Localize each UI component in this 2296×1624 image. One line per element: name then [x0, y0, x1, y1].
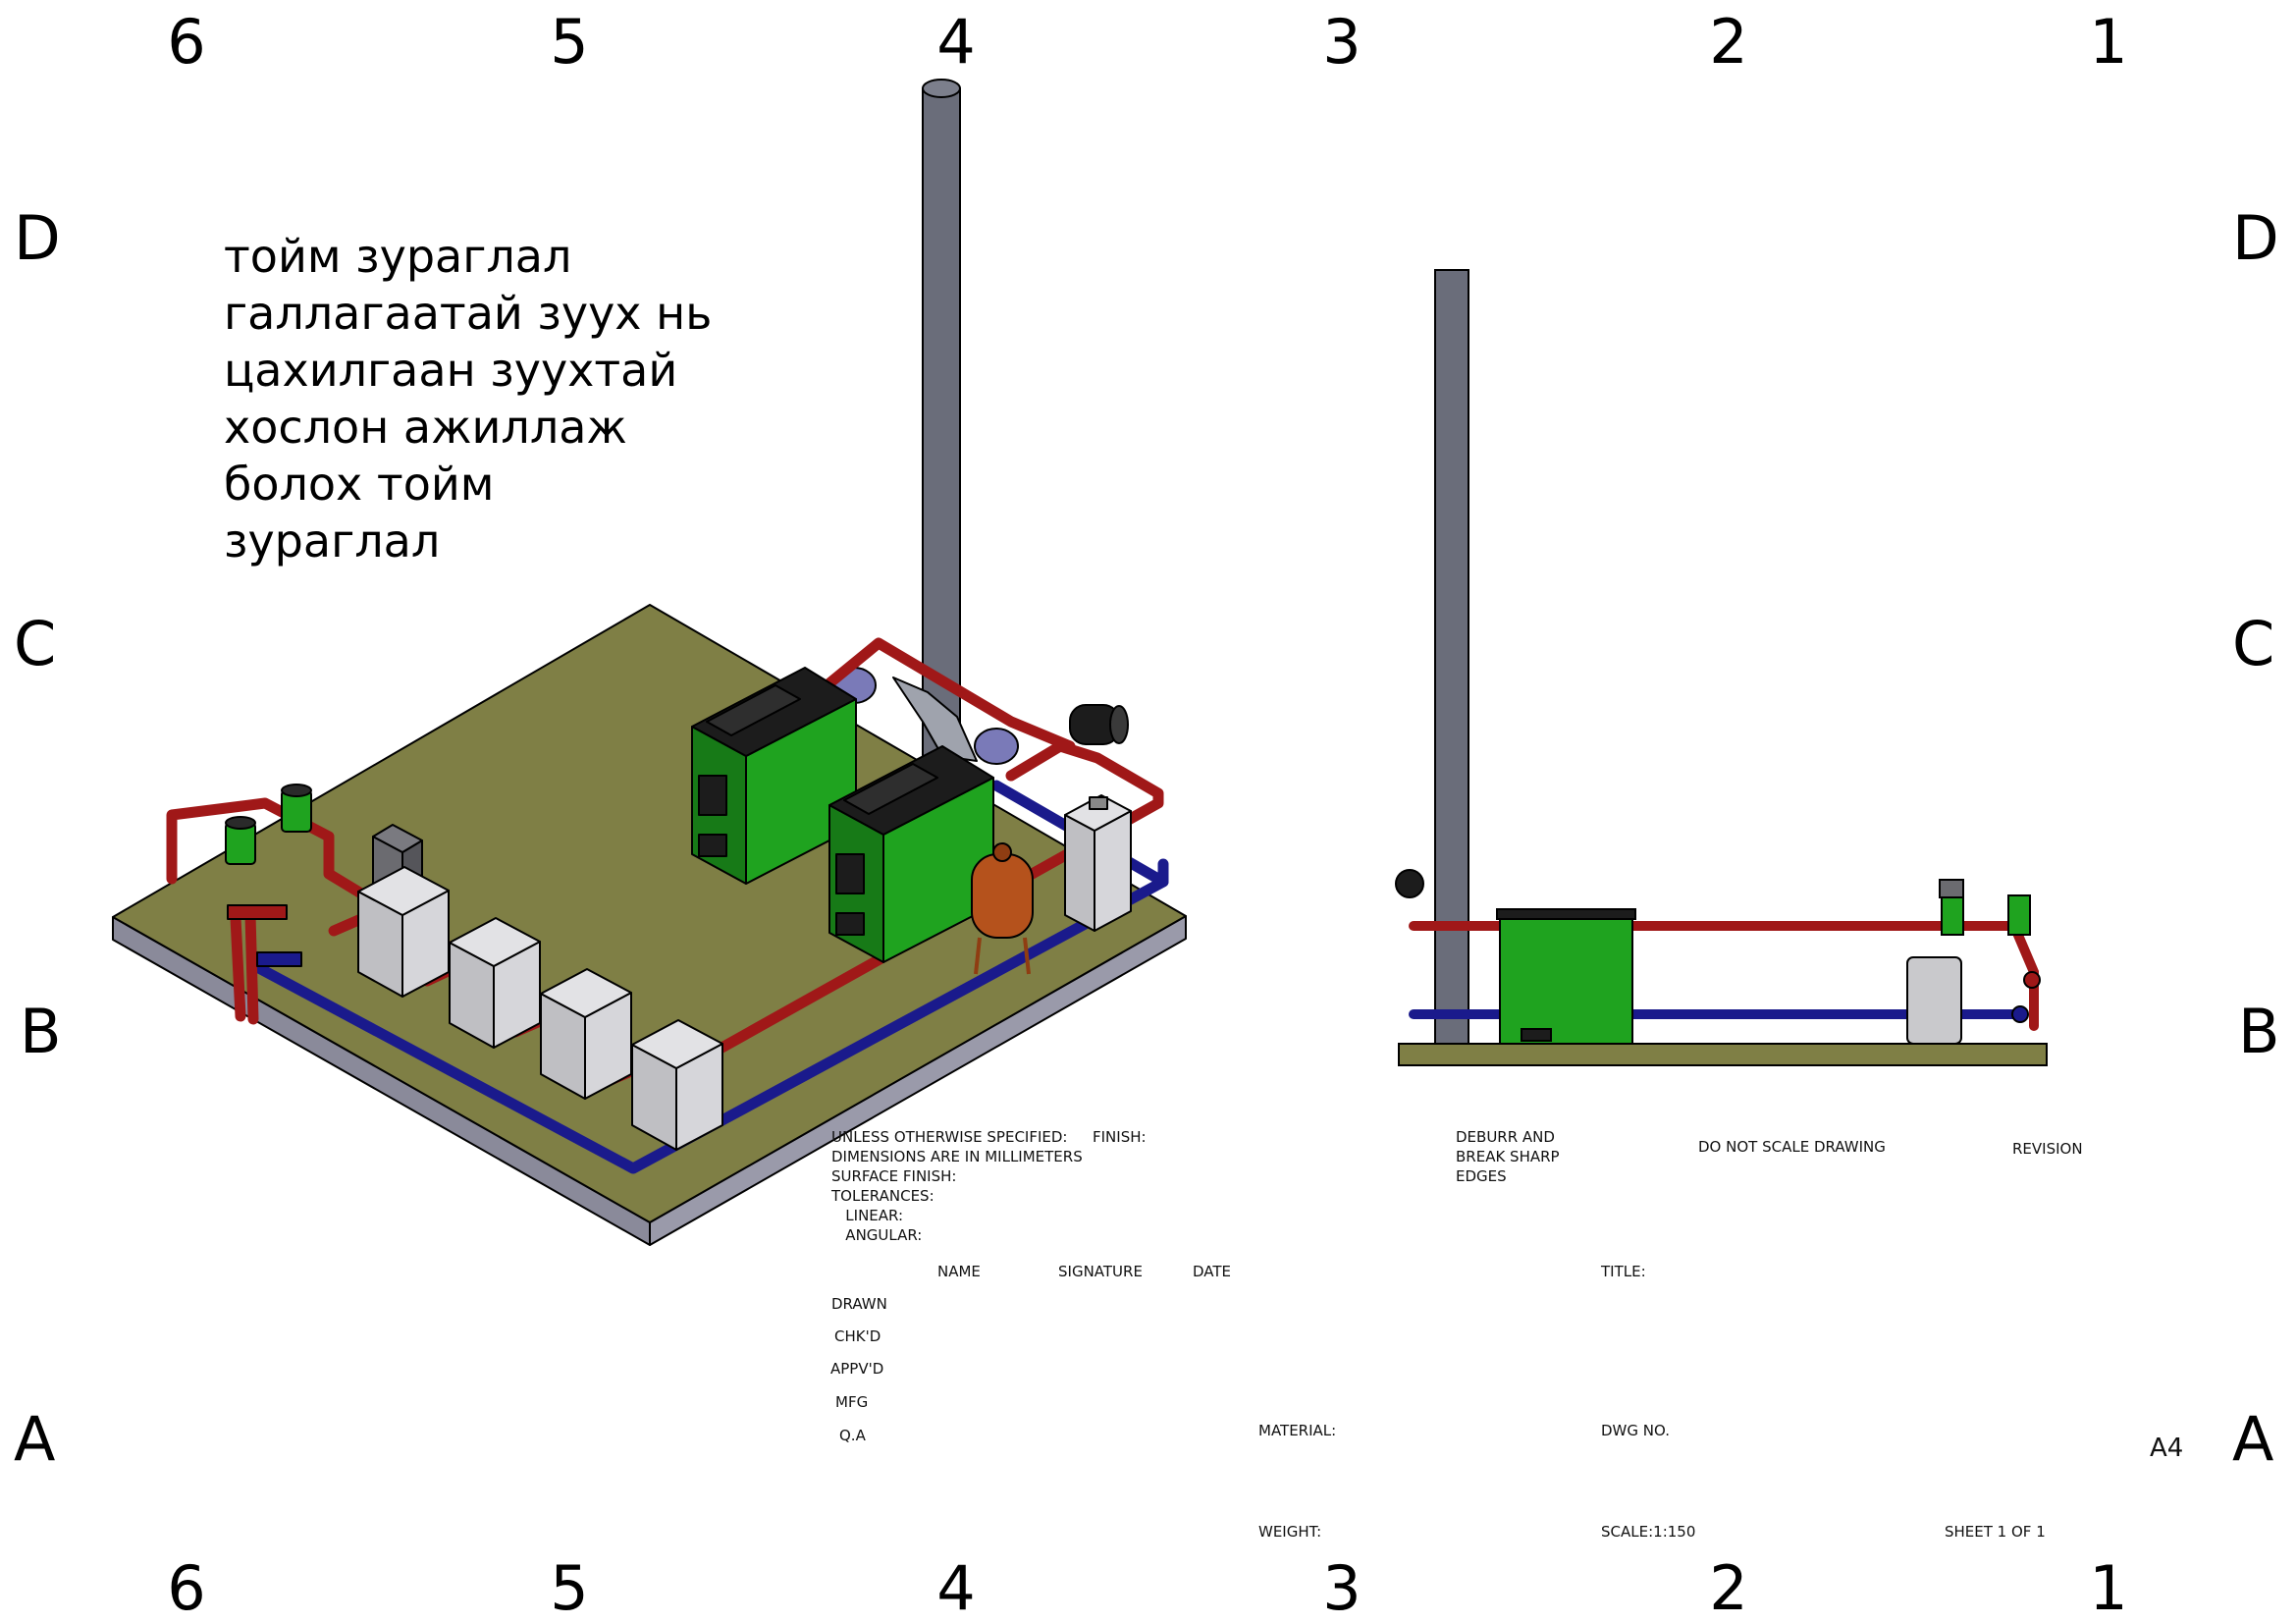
note-surface-finish: SURFACE FINISH: — [831, 1167, 957, 1185]
isometric-view — [112, 79, 1187, 1246]
electric-boiler-cabinet-4 — [631, 1019, 723, 1151]
zone-row-a-right: A — [2232, 1403, 2274, 1475]
deburr-line: DEBURR AND — [1456, 1128, 1555, 1146]
zone-col-5-bottom: 5 — [550, 1552, 589, 1624]
zone-col-2-bottom: 2 — [1709, 1552, 1748, 1624]
note-line: тойм зураглал — [224, 230, 572, 283]
blower-fan-2 — [974, 728, 1019, 765]
general-notes: UNLESS OTHERWISE SPECIFIED: DIMENSIONS A… — [831, 1127, 1083, 1245]
side-pump — [1941, 894, 2031, 936]
scale-label: SCALE:1:150 — [1601, 1523, 1696, 1541]
note-unless: UNLESS OTHERWISE SPECIFIED: — [831, 1128, 1068, 1146]
note-dimensions: DIMENSIONS ARE IN MILLIMETERS — [831, 1148, 1083, 1165]
zone-row-b-left: B — [20, 996, 62, 1067]
zone-row-a-left: A — [14, 1403, 56, 1475]
deburr-note: DEBURR AND BREAK SHARP EDGES — [1456, 1127, 1560, 1186]
deburr-line: EDGES — [1456, 1167, 1507, 1185]
side-gauge — [1395, 869, 1424, 898]
zone-col-2-top: 2 — [1709, 6, 1748, 78]
side-electric-heater — [1906, 956, 1962, 1045]
role-drawn: DRAWN — [831, 1295, 887, 1313]
zone-col-5-top: 5 — [550, 6, 589, 78]
circulation-pump-1 — [225, 816, 256, 865]
side-boiler-top — [1496, 908, 1636, 920]
flue-connector — [892, 677, 978, 762]
finish-label: FINISH: — [1093, 1128, 1147, 1146]
zone-row-c-right: C — [2232, 608, 2275, 679]
pressure-vessel — [1069, 704, 1129, 745]
zone-col-1-top: 1 — [2089, 6, 2128, 78]
note-line: галлагаатай зуух нь — [224, 287, 713, 340]
note-line: хослон ажиллаж — [224, 401, 627, 454]
circulation-pump-2 — [281, 784, 312, 833]
sheet-label: SHEET 1 OF 1 — [1945, 1523, 2046, 1541]
electric-boiler-cabinet-2 — [449, 917, 541, 1049]
manifold-cold — [256, 951, 302, 967]
side-view — [1395, 269, 2048, 1066]
zone-col-6-top: 6 — [167, 6, 206, 78]
note-line: цахилгаан зуухтай — [224, 344, 678, 397]
note-line: болох тойм — [224, 458, 495, 511]
expansion-tank — [971, 842, 1034, 975]
material-label: MATERIAL: — [1258, 1422, 1337, 1439]
deburr-line: BREAK SHARP — [1456, 1148, 1560, 1165]
manifold-hot — [227, 904, 288, 920]
water-heater-cabinet — [1064, 794, 1132, 932]
header-signature: SIGNATURE — [1058, 1263, 1143, 1280]
zone-col-3-bottom: 3 — [1322, 1552, 1362, 1624]
electric-boiler-cabinet-1 — [357, 866, 450, 998]
zone-row-d-left: D — [14, 202, 61, 274]
zone-row-b-right: B — [2238, 996, 2280, 1067]
side-boiler-foot — [1521, 1028, 1552, 1042]
zone-row-d-right: D — [2232, 202, 2279, 274]
chimney-iso — [922, 87, 961, 757]
note-linear: LINEAR: — [831, 1207, 904, 1224]
chimney-side — [1434, 269, 1469, 1045]
chimney-iso-cap — [922, 79, 961, 98]
sheet-size-label: A4 — [2150, 1434, 2184, 1463]
side-base — [1398, 1043, 2048, 1066]
note-line: зураглал — [224, 514, 441, 568]
header-date: DATE — [1193, 1263, 1232, 1280]
role-approved: APPV'D — [830, 1360, 884, 1378]
note-tolerances: TOLERANCES: — [831, 1187, 934, 1205]
side-valve — [2023, 971, 2041, 989]
role-checked: CHK'D — [834, 1327, 881, 1345]
zone-col-1-bottom: 1 — [2089, 1552, 2128, 1624]
role-mfg: MFG — [835, 1393, 869, 1411]
title-label: TITLE: — [1601, 1263, 1646, 1280]
weight-label: WEIGHT: — [1258, 1523, 1322, 1541]
zone-col-3-top: 3 — [1322, 6, 1362, 78]
header-name: NAME — [937, 1263, 981, 1280]
side-control-box — [1939, 879, 1964, 898]
side-valve-cold — [2011, 1005, 2029, 1023]
zone-col-6-bottom: 6 — [167, 1552, 206, 1624]
electric-boiler-cabinet-3 — [540, 968, 632, 1100]
do-not-scale: DO NOT SCALE DRAWING — [1698, 1138, 1886, 1156]
role-qa: Q.A — [839, 1427, 866, 1444]
revision-label: REVISION — [2012, 1140, 2083, 1158]
note-angular: ANGULAR: — [831, 1226, 923, 1244]
solid-fuel-boiler-2 — [828, 745, 994, 963]
zone-row-c-left: C — [14, 608, 57, 679]
dwg-no-label: DWG NO. — [1601, 1422, 1670, 1439]
drawing-note: тойм зураглал галлагаатай зуух нь цахилг… — [224, 228, 774, 569]
side-boiler — [1499, 912, 1633, 1045]
zone-col-4-bottom: 4 — [936, 1552, 976, 1624]
solid-fuel-boiler-1 — [691, 667, 857, 885]
zone-col-4-top: 4 — [936, 6, 976, 78]
